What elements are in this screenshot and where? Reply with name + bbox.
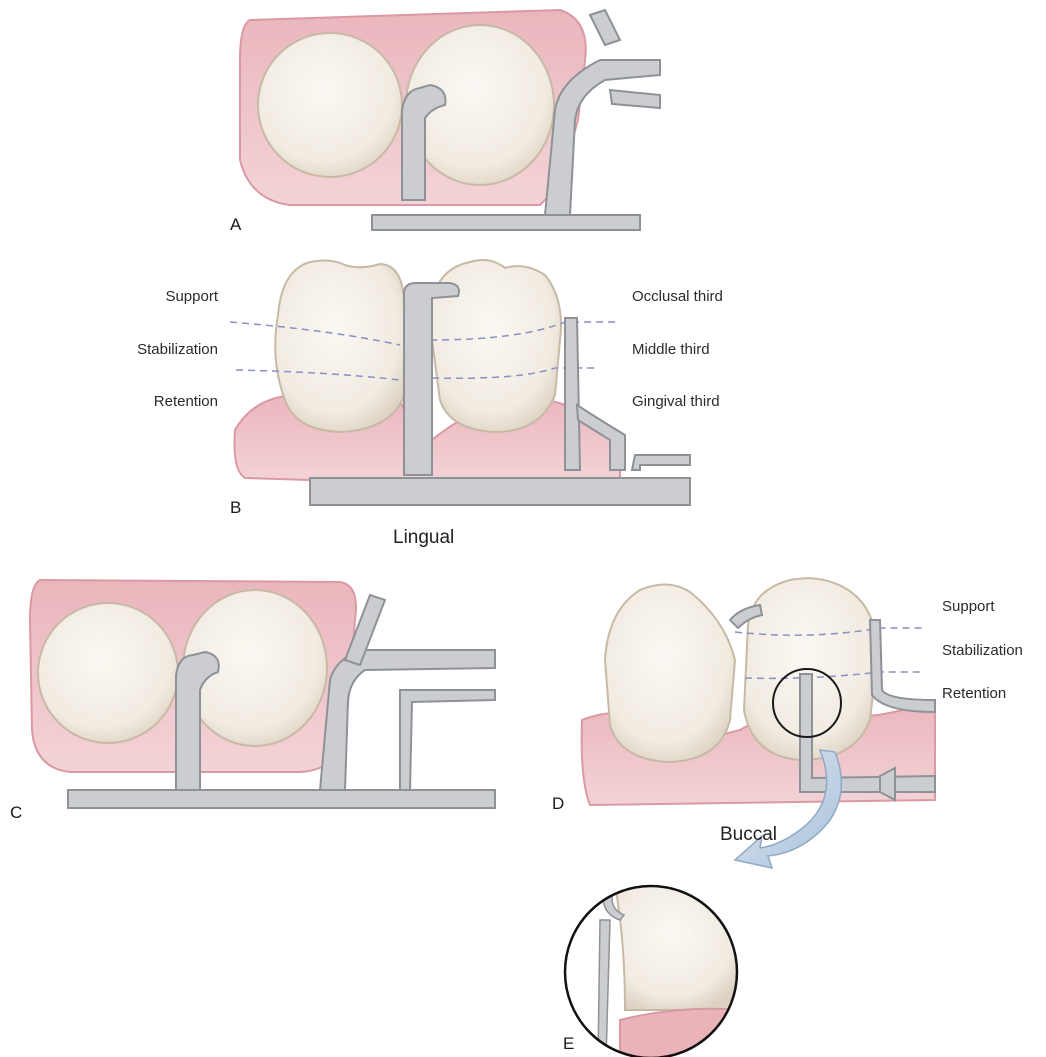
panel-d-letter: D	[552, 794, 564, 814]
panel-b-caption-lingual: Lingual	[393, 527, 454, 549]
panel-c-letter: C	[10, 803, 22, 823]
panel-a-letter: A	[230, 215, 241, 235]
panel-b-tooth-left	[275, 261, 406, 432]
panel-b-label-retention: Retention	[100, 393, 218, 410]
panel-d-label-stabilization: Stabilization	[942, 642, 1023, 659]
panel-b-label-stabilization: Stabilization	[100, 341, 218, 358]
panel-a-tooth-left	[258, 33, 402, 177]
panel-b-lingual-view	[230, 260, 690, 505]
panel-d-label-retention: Retention	[942, 685, 1006, 702]
panel-b-label-middle-third: Middle third	[632, 341, 710, 358]
panel-b-label-gingival-third: Gingival third	[632, 393, 720, 410]
panel-b-letter: B	[230, 498, 241, 518]
panel-e-magnified-detail	[560, 885, 750, 1057]
panel-d-caption-buccal: Buccal	[720, 824, 777, 846]
panel-c-tooth-left	[38, 603, 178, 743]
panel-b-label-support: Support	[100, 288, 218, 305]
panel-d-tooth-left	[605, 584, 735, 762]
panel-c-occlusal-view	[30, 580, 495, 808]
panel-d-label-support: Support	[942, 598, 995, 615]
panel-b-label-occlusal-third: Occlusal third	[632, 288, 723, 305]
panel-e-letter: E	[563, 1034, 574, 1054]
panel-a-occlusal-view	[240, 10, 660, 230]
